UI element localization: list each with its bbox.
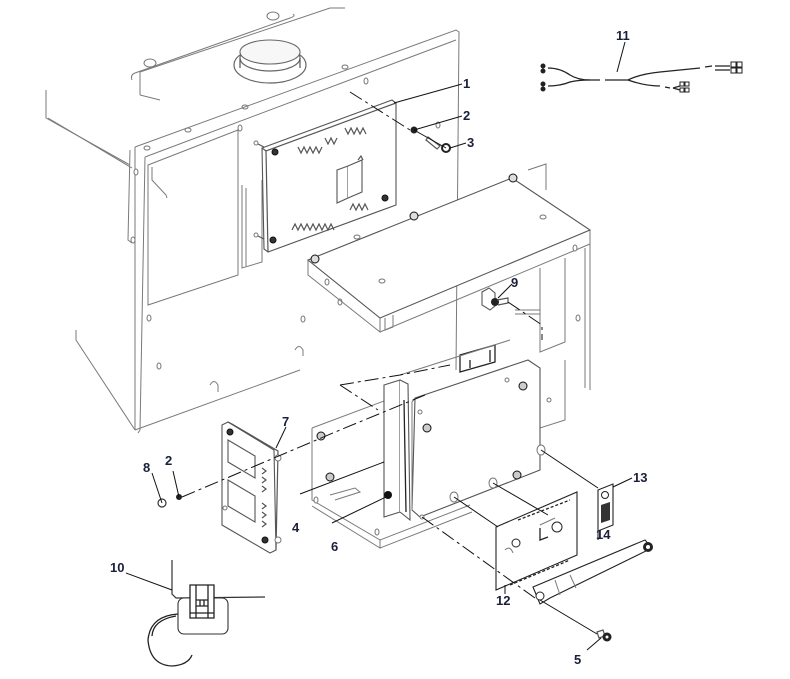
callout-3: 3 xyxy=(467,135,474,150)
assembly-lines xyxy=(181,91,599,635)
wire-harness xyxy=(540,61,743,93)
toggle-switch xyxy=(481,287,509,311)
callout-2-lower: 2 xyxy=(165,453,172,468)
callout-12: 12 xyxy=(496,593,510,608)
duct-collar xyxy=(233,39,307,84)
relay-board xyxy=(221,421,282,554)
callout-6: 6 xyxy=(331,539,338,554)
callout-8: 8 xyxy=(143,460,150,475)
mounting-bracket xyxy=(383,379,411,522)
callout-9: 9 xyxy=(511,275,518,290)
bolt xyxy=(596,629,612,642)
callout-leaders xyxy=(125,41,633,651)
callout-5: 5 xyxy=(574,652,581,667)
callout-1: 1 xyxy=(463,76,470,91)
circuit-board xyxy=(253,99,397,253)
callout-11: 11 xyxy=(616,28,630,43)
callout-2-upper: 2 xyxy=(463,108,470,123)
callout-10: 10 xyxy=(110,560,124,575)
callout-14: 14 xyxy=(596,527,611,542)
callout-7: 7 xyxy=(282,414,289,429)
upper-box xyxy=(306,163,592,429)
regulator-module xyxy=(399,339,552,520)
face-plate-decal xyxy=(495,491,578,591)
strap xyxy=(532,539,653,605)
callout-4: 4 xyxy=(292,520,300,535)
small-decal xyxy=(597,483,614,532)
callout-13: 13 xyxy=(633,470,647,485)
current-sensor xyxy=(147,560,266,667)
callout-labels: 1 2 3 11 9 7 8 2 4 6 13 14 12 10 5 xyxy=(110,28,647,667)
nut-and-washer xyxy=(157,494,182,508)
top-housing-panel xyxy=(130,7,369,110)
